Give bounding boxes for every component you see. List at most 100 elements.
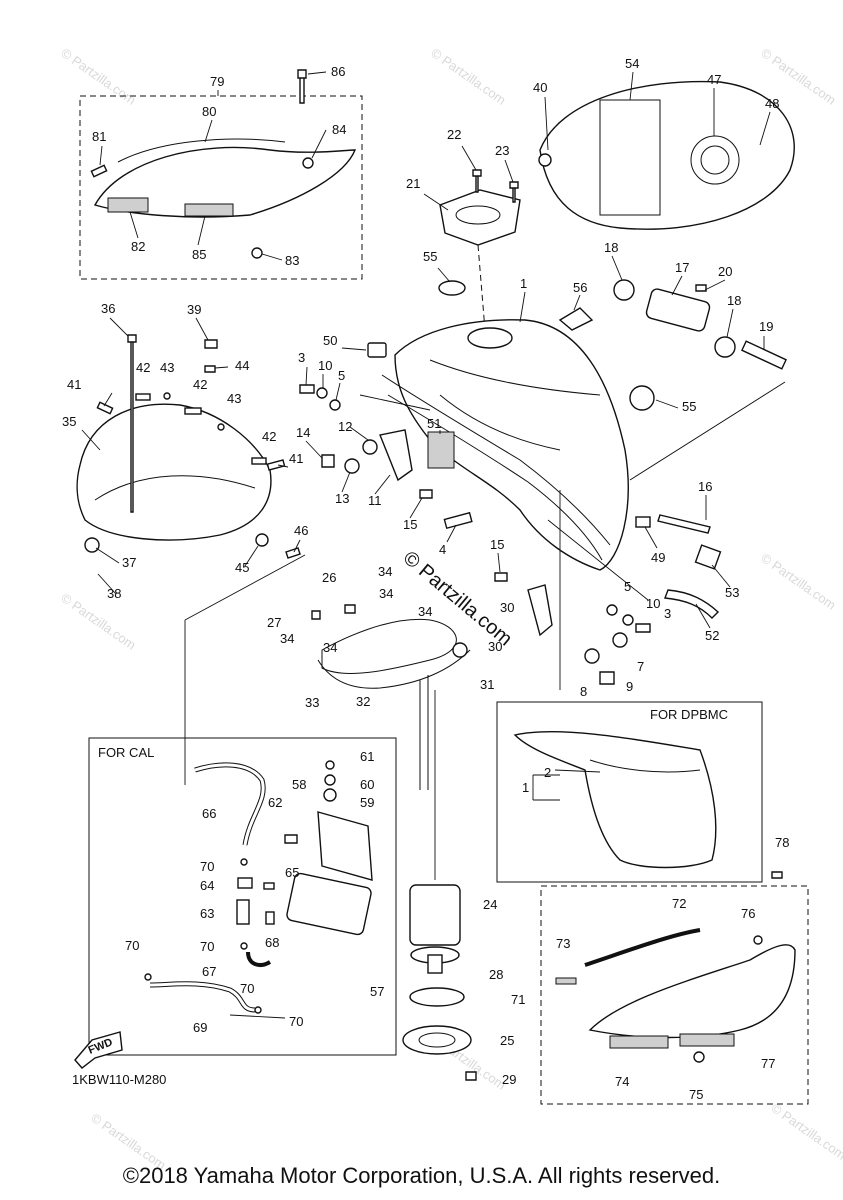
washer-5b <box>606 604 618 616</box>
part-label: 4 <box>439 542 446 557</box>
bracket-17 <box>645 288 711 332</box>
damper-18b <box>714 336 736 358</box>
part-label: 27 <box>267 615 281 630</box>
collar-45 <box>255 533 269 547</box>
part-label: 22 <box>447 127 461 142</box>
damper-12 <box>362 439 378 455</box>
part-label: 65 <box>285 865 299 880</box>
part-label: 18 <box>604 240 618 255</box>
hose-66 <box>194 762 266 846</box>
part-label: 5 <box>338 368 345 383</box>
valve-63 <box>236 899 250 925</box>
part-label: 34 <box>378 564 392 579</box>
part-label: 54 <box>625 56 639 71</box>
gasket-55 <box>438 280 466 296</box>
part-label: 70 <box>289 1014 303 1029</box>
watermark-faint: © Partzilla.com <box>768 1100 843 1163</box>
hose-67 <box>246 951 272 967</box>
bolt-23 <box>509 181 519 203</box>
clip-70 <box>240 858 248 866</box>
bracket-right <box>527 584 553 637</box>
washer-5 <box>329 399 341 411</box>
screw-75 <box>693 1051 705 1063</box>
part-label: 61 <box>360 749 374 764</box>
damper-7 <box>612 632 628 648</box>
part-label: 70 <box>240 981 254 996</box>
box-title-dpbmc: FOR DPBMC <box>650 707 728 722</box>
box-side-cover <box>79 69 363 280</box>
part-label: 3 <box>298 350 305 365</box>
bolt-27 <box>311 610 321 620</box>
part-label: 29 <box>502 1072 516 1087</box>
part-label: 9 <box>626 679 633 694</box>
fuel-tank <box>367 307 655 571</box>
bolt-29 <box>465 1071 477 1081</box>
part-label: 58 <box>292 777 306 792</box>
clip-81 <box>90 164 108 178</box>
part-label: 41 <box>289 451 303 466</box>
hose-33 <box>317 649 471 689</box>
part-label: 33 <box>305 695 319 710</box>
fwd-arrow <box>74 1031 123 1069</box>
part-label: 78 <box>775 835 789 850</box>
cap-inner <box>700 145 730 175</box>
diagram-code: 1KBW110-M280 <box>72 1072 166 1087</box>
side-cover-80 <box>93 146 357 218</box>
part-label: 21 <box>406 176 420 191</box>
part-label: 79 <box>210 74 224 89</box>
clip-65 <box>263 882 275 890</box>
watermark-faint: © Partzilla.com <box>58 45 138 108</box>
part-label: 38 <box>107 586 121 601</box>
label-51 <box>427 431 455 469</box>
part-label: 51 <box>427 416 441 431</box>
bolt-46 <box>285 547 301 559</box>
cap-ring-47 <box>690 135 740 185</box>
collar-60 <box>324 774 336 786</box>
bolt-20 <box>695 284 707 292</box>
watermark-faint: © Partzilla.com <box>58 590 138 653</box>
clip-14 <box>321 454 335 468</box>
clip-70d <box>254 1006 262 1014</box>
damper-8 <box>584 648 600 664</box>
part-label: 31 <box>480 677 494 692</box>
part-label: 45 <box>235 560 249 575</box>
tank-cover <box>539 80 795 230</box>
part-label: 37 <box>122 555 136 570</box>
part-label: 70 <box>200 939 214 954</box>
part-label: 13 <box>335 491 349 506</box>
watermark-faint: © Partzilla.com <box>758 550 838 613</box>
tank-filler <box>467 327 513 349</box>
part-label: 39 <box>187 302 201 317</box>
part-label: 15 <box>403 517 417 532</box>
grommet-37 <box>84 537 100 553</box>
part-label: 35 <box>62 414 76 429</box>
part-label: 86 <box>331 64 345 79</box>
part-label: 34 <box>379 586 393 601</box>
bolt-78 <box>771 871 783 879</box>
grommet-84 <box>302 157 314 169</box>
part-label: 81 <box>92 129 106 144</box>
part-label: 40 <box>533 80 547 95</box>
collar-10 <box>316 387 328 399</box>
part-label: 20 <box>718 264 732 279</box>
part-label: 64 <box>200 878 214 893</box>
part-label: 55 <box>423 249 437 264</box>
part-label: 42 <box>136 360 150 375</box>
clip-9 <box>599 671 615 685</box>
part-label: 7 <box>637 659 644 674</box>
collar-10b <box>622 614 634 626</box>
part-label: 10 <box>318 358 332 373</box>
part-label: 17 <box>675 260 689 275</box>
clip-43b <box>217 423 225 431</box>
part-label: 84 <box>332 122 346 137</box>
clip-42c <box>251 457 267 465</box>
pump-bracket <box>613 279 787 370</box>
part-label: 80 <box>202 104 216 119</box>
tank-contour <box>439 394 561 451</box>
shroud-35 <box>76 403 272 541</box>
o-ring-28 <box>409 987 465 1007</box>
dashed-box <box>79 95 363 280</box>
cover-contour <box>589 759 701 773</box>
part-label: 1 <box>522 780 529 795</box>
pump-filter <box>427 954 443 974</box>
